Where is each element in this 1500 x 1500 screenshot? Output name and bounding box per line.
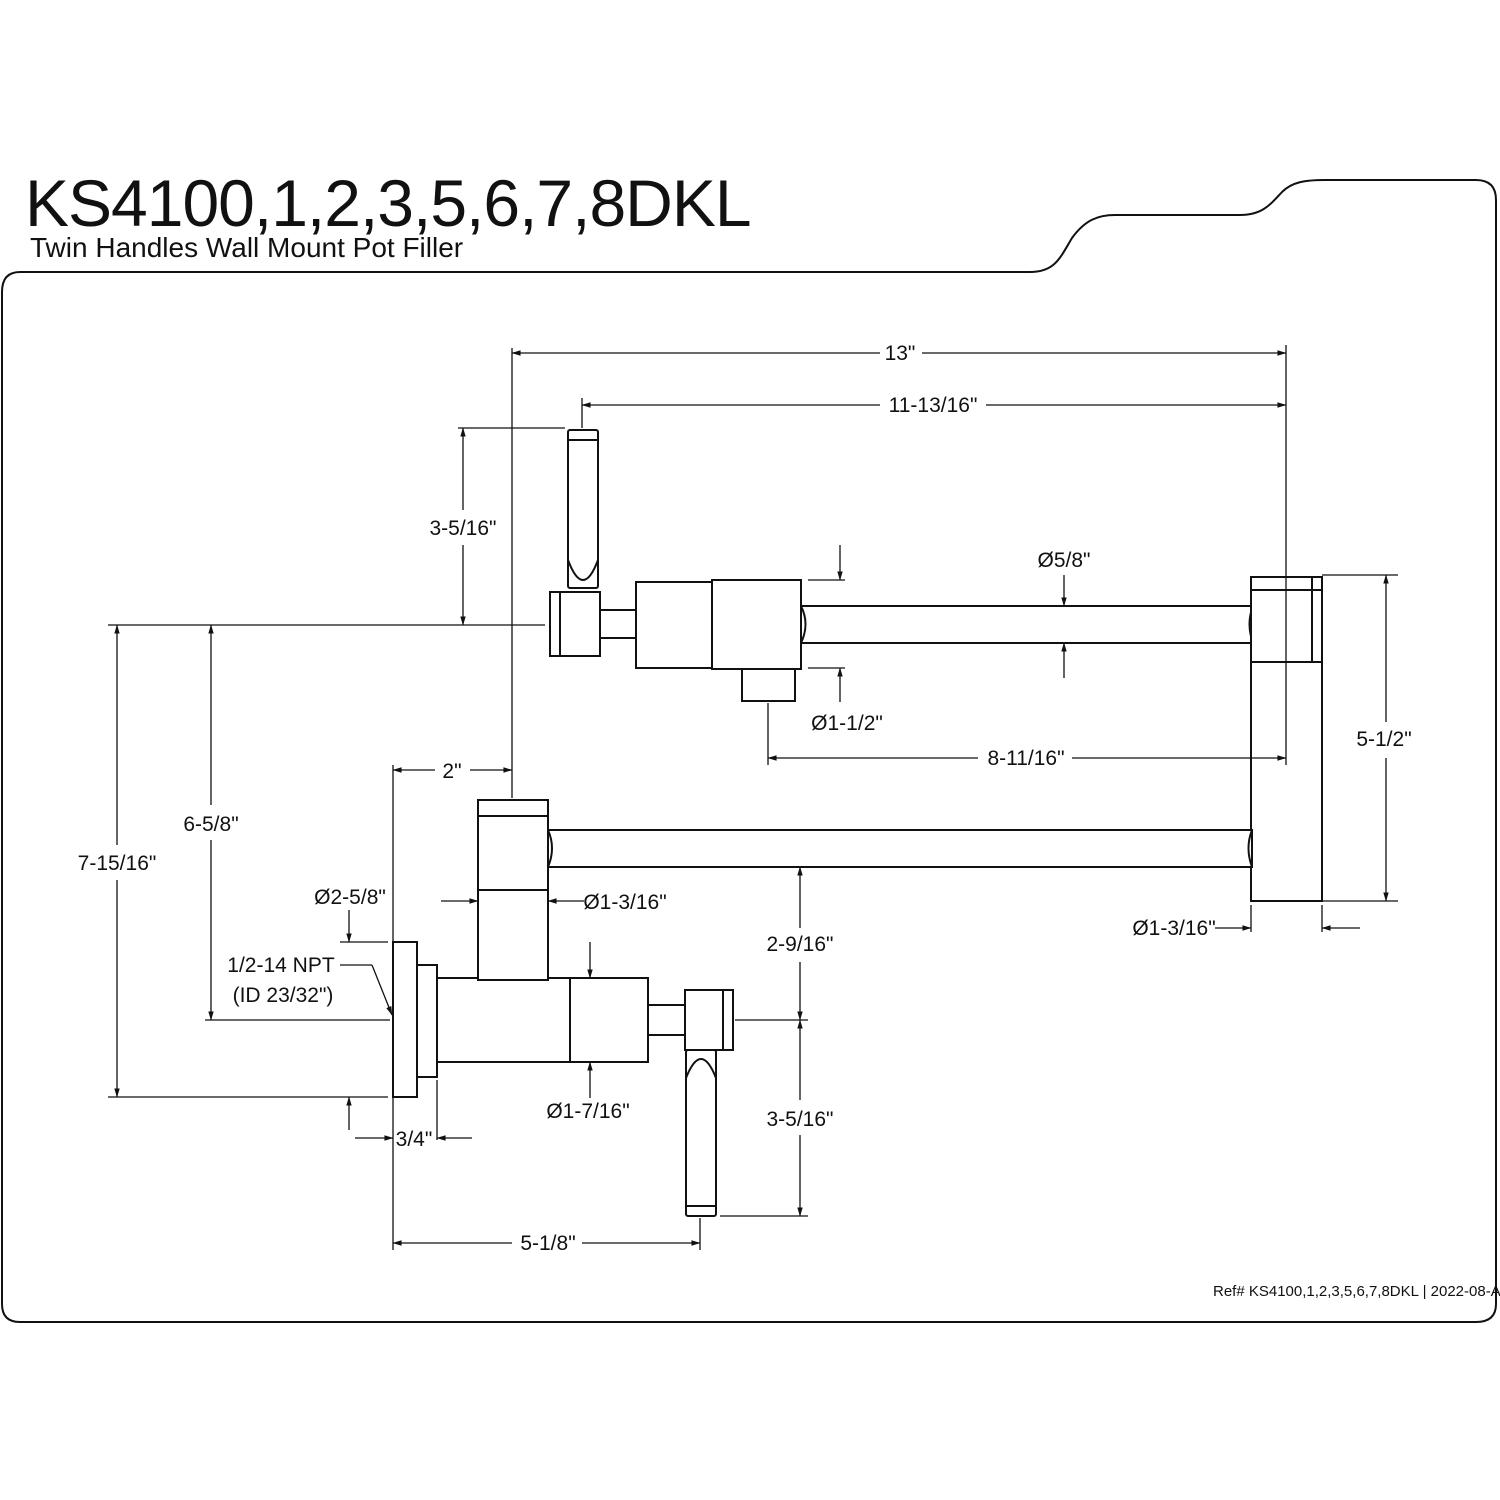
lower-assembly [392,799,1253,1217]
dim-inlet-thread: 1/2-14 NPT [227,954,335,977]
dim-wall-offset: 2" [442,760,461,783]
upper-outlet-nut [741,668,796,702]
drawing-subtitle: Twin Handles Wall Mount Pot Filler [30,232,464,263]
dim-column-dia: Ø1-3/16" [583,891,666,914]
dim-flange-depth: 3/4" [396,1128,433,1151]
lower-arm-pipe [547,829,1253,868]
dim-wall-to-handle: 5-1/8" [520,1232,575,1255]
lower-handle-lever [685,1049,717,1217]
lower-handle-hub [684,989,734,1051]
dim-flange-dia: Ø2-5/8" [314,886,386,909]
dim-bottom-handle-height: 3-5/16" [767,1108,834,1131]
dim-total-height: 7-15/16" [78,852,157,875]
dim-upper-reach: 8-11/16" [987,747,1064,770]
dim-body-dia: Ø1-7/16" [546,1100,629,1123]
dim-overall-length: 13" [885,342,916,365]
lower-handle-curve [685,1058,717,1079]
wall-flange [392,941,418,1098]
dim-inlet-id: (ID 23/32") [233,984,334,1007]
upper-valve-body-2 [711,579,802,670]
sheet-border [1,179,1497,1323]
upper-assembly [549,429,1254,702]
upper-valve-body [635,581,715,669]
upper-arm-pipe [800,605,1254,644]
dim-top-arm-length: 11-13/16" [889,394,978,417]
upper-handle-hub [549,591,601,657]
flange-collar [416,964,438,1078]
drawing-title: KS4100,1,2,3,5,6,7,8DKL [25,166,752,240]
upper-handle-lever [567,429,599,589]
dim-arm-height: 2-9/16" [767,933,834,956]
lower-valve-body [569,977,649,1063]
dim-handle-to-inlet: 6-5/8" [183,813,238,836]
dimension-lines [114,350,1389,1246]
reference-number: Ref# KS4100,1,2,3,5,6,7,8DKL | 2022-08-A [1213,1283,1500,1300]
extension-lines [108,345,1398,1250]
lower-stem [647,1004,686,1036]
dim-elbow-dia: Ø1-3/16" [1132,917,1215,940]
dim-elbow-height: 5-1/2" [1356,728,1411,751]
lower-body [436,977,572,1063]
upper-handle-curve [567,559,599,581]
upper-stem [599,609,637,639]
dim-upper-valve-dia: Ø1-1/2" [811,712,883,735]
dim-upper-pipe-dia: Ø5/8" [1038,549,1091,572]
dim-top-handle-height: 3-5/16" [430,517,497,540]
